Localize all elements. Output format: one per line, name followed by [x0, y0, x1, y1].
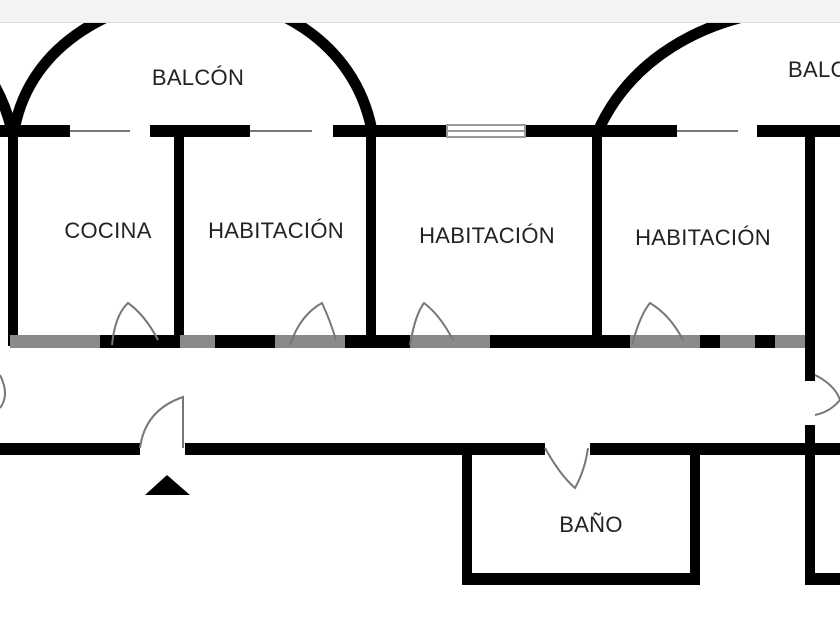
wall [0, 443, 140, 455]
wall [345, 335, 410, 348]
door-swing [409, 301, 454, 346]
wall [490, 335, 630, 348]
top-bar [0, 0, 840, 23]
wall [8, 131, 18, 346]
door-swing [814, 374, 840, 416]
wall [150, 125, 250, 137]
balcony-arc-left [8, 23, 378, 133]
wall [757, 125, 840, 137]
wall [462, 573, 700, 585]
door-swing [631, 301, 684, 346]
door-swing [289, 301, 337, 346]
wall [174, 131, 184, 341]
wall [805, 131, 815, 381]
wall [366, 131, 376, 346]
room-label-kitchen: COCINA [64, 218, 152, 243]
wall [100, 335, 180, 348]
balcony-arc-right [592, 23, 743, 134]
wall [462, 450, 472, 585]
wall [700, 335, 720, 348]
door-swing [544, 447, 589, 490]
wall [590, 443, 840, 455]
wall [215, 335, 275, 348]
wall [805, 425, 815, 585]
wall [690, 450, 700, 585]
entrance-triangle-icon [145, 475, 190, 495]
door-swing [0, 374, 6, 409]
wall [185, 443, 545, 455]
wall [333, 125, 447, 137]
room-label-balcony: BALCÓN [788, 57, 840, 82]
wall [592, 131, 602, 341]
wall [755, 335, 775, 348]
door-swing [139, 395, 184, 449]
room-label-balcony: BALCÓN [151, 65, 245, 90]
room-label-bedroom: HABITACIÓN [419, 223, 555, 248]
wall [805, 573, 840, 585]
room-label-bedroom: HABITACIÓN [208, 218, 344, 243]
door-swing [111, 301, 159, 346]
room-label-bedroom: HABITACIÓN [635, 225, 771, 250]
room-label-bathroom: BAÑO [559, 512, 623, 537]
balcony-arc-left-small [0, 84, 18, 133]
